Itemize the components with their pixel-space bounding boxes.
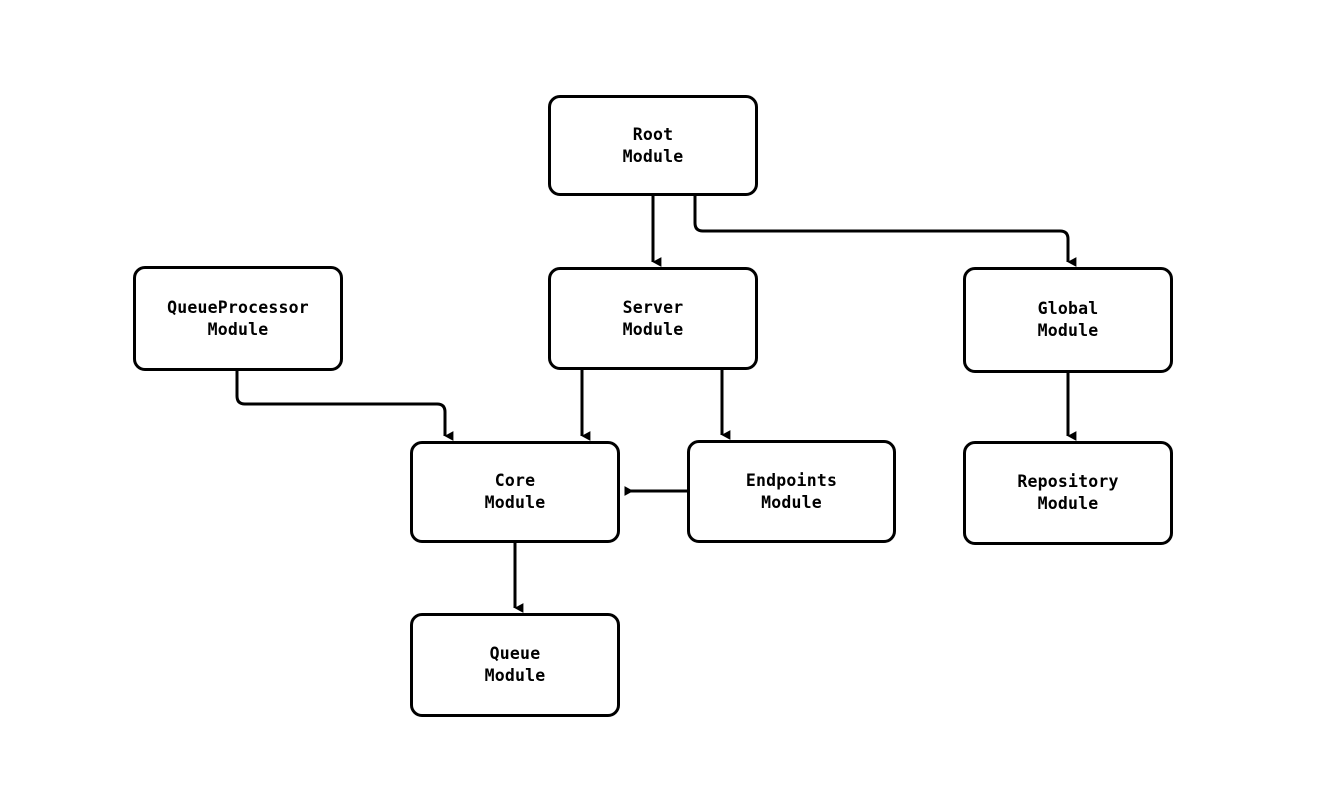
node-core[interactable]: Core Module <box>410 441 620 543</box>
node-endpoints[interactable]: Endpoints Module <box>687 440 896 543</box>
edge-root-global <box>693 196 1077 267</box>
node-label-queue: Queue Module <box>484 644 546 685</box>
edge-queueprocessor-core <box>235 371 454 441</box>
node-label-endpoints: Endpoints Module <box>745 470 838 512</box>
node-repository[interactable]: Repository Module <box>963 441 1173 545</box>
node-queueprocessor[interactable]: QueueProcessor Module <box>133 266 343 371</box>
node-root[interactable]: Root Module <box>548 95 758 196</box>
node-label-queueprocessor: QueueProcessor Module <box>167 297 309 339</box>
node-queue[interactable]: Queue Module <box>410 613 620 717</box>
node-label-repository: Repository Module <box>1017 472 1119 513</box>
node-label-global: Global Module <box>1037 299 1099 340</box>
node-label-server: Server Module <box>622 297 684 339</box>
node-global[interactable]: Global Module <box>963 267 1173 373</box>
node-server[interactable]: Server Module <box>548 267 758 370</box>
node-label-core: Core Module <box>484 471 546 512</box>
node-label-root: Root Module <box>622 124 684 166</box>
